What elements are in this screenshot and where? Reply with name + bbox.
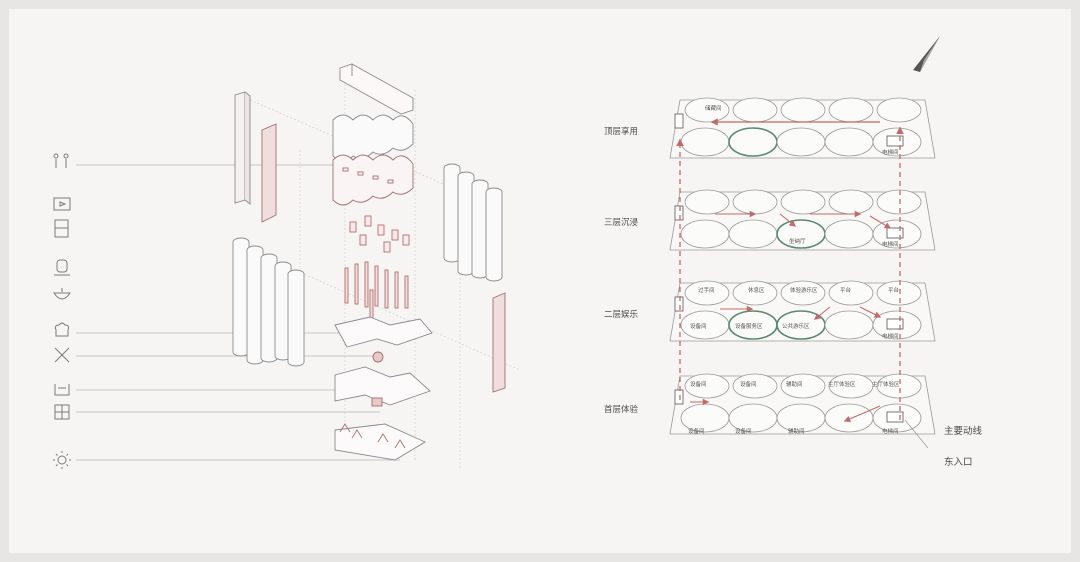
room-back-third-3 <box>828 189 874 215</box>
room-label: 辅助间 <box>786 382 803 388</box>
stair-third <box>674 205 684 221</box>
room-front-third-3 <box>824 219 874 249</box>
floor-label-first: 首层体验 <box>604 405 639 415</box>
panel-left-2 <box>261 123 277 223</box>
room-label: 平台 <box>888 288 900 294</box>
utensils-icon <box>54 347 70 363</box>
tv-icon <box>53 197 71 211</box>
route-third-d <box>779 213 797 227</box>
room-label: 公共游乐区 <box>782 324 810 330</box>
floor-label-third: 三层沉浸 <box>604 218 639 228</box>
room-back-first-4 <box>876 373 922 399</box>
room-label: 电梯间 <box>882 242 899 248</box>
floor-plate-2 <box>334 316 433 348</box>
room-back-top-4 <box>876 97 922 123</box>
floor-plan-stack <box>669 97 936 449</box>
room-back-third-1 <box>732 189 778 215</box>
legend-east-entrance: 东入口 <box>944 457 973 468</box>
room-front-third-0 <box>680 219 730 249</box>
cylinders-right <box>443 163 503 282</box>
room-label: 设备间 <box>735 429 752 435</box>
route-second-b <box>813 306 831 320</box>
room-front-third-1 <box>728 219 778 249</box>
floor-plate-1b <box>334 366 431 406</box>
room-label: 体验游乐区 <box>790 288 818 294</box>
room-back-third-4 <box>876 189 922 215</box>
elevator-first <box>886 411 904 423</box>
room-back-first-2 <box>780 373 826 399</box>
floor-plate-ground <box>334 423 426 461</box>
room-label: 平台 <box>840 288 852 294</box>
room-label: 设备间 <box>690 382 707 388</box>
room-front-second-3 <box>824 310 874 340</box>
route-first-b <box>843 405 881 422</box>
room-back-second-1 <box>732 280 778 306</box>
room-back-first-1 <box>732 373 778 399</box>
chef-hat-icon <box>54 322 70 337</box>
room-label: 设备间 <box>690 324 707 330</box>
panel-right <box>492 292 506 393</box>
route-second-c <box>859 306 882 318</box>
elevator-second <box>886 318 904 330</box>
bowl-icon <box>53 288 71 300</box>
room-front-top-3 <box>824 127 874 157</box>
slab-top <box>332 154 414 206</box>
cabinet-icon <box>54 404 70 420</box>
room-back-second-2 <box>780 280 826 306</box>
room-front-first-3 <box>824 403 874 433</box>
sun-icon <box>53 451 71 469</box>
stair-second <box>674 296 684 312</box>
room-label: 过手间 <box>698 288 715 294</box>
legend-main-route: 主要动线 <box>944 426 983 437</box>
exploded-axonometric <box>232 63 521 470</box>
sofa-icon <box>54 384 70 396</box>
room-label: 主厅体验区 <box>828 382 856 388</box>
north-arrow-icon <box>913 36 940 72</box>
room-back-third-2 <box>780 189 826 215</box>
room-label: 辅助间 <box>788 429 805 435</box>
room-label: 设备间 <box>740 382 757 388</box>
room-front-top-2 <box>776 127 826 157</box>
route-third-c <box>869 215 892 229</box>
panel-left-1 <box>234 91 246 204</box>
people-icon <box>53 153 69 168</box>
room-back-second-3 <box>828 280 874 306</box>
icon-column <box>53 153 71 469</box>
room-front-top-0 <box>680 127 730 157</box>
room-back-first-3 <box>828 373 874 399</box>
room-label: 电梯间 <box>882 150 899 156</box>
leader-main-route <box>904 419 929 449</box>
room-label: 休息区 <box>748 288 765 294</box>
room-back-top-2 <box>780 97 826 123</box>
fridge-icon <box>54 219 69 238</box>
room-label: 坐纳厅 <box>789 239 806 245</box>
room-label: 主厅体验区 <box>872 382 900 388</box>
room-front-top-1 <box>728 127 778 157</box>
floor-label-top: 顶层享用 <box>604 127 639 137</box>
stair-first <box>674 389 684 405</box>
elevator-third <box>886 227 904 239</box>
room-back-top-3 <box>828 97 874 123</box>
leader-lines <box>76 164 400 461</box>
room-back-top-1 <box>732 97 778 123</box>
room-label: 设备服务区 <box>735 324 763 330</box>
room-label: 电梯间 <box>882 429 899 435</box>
room-label: 设备间 <box>688 429 705 435</box>
room-back-first-0 <box>684 373 730 399</box>
floor-label-second: 二层娱乐 <box>604 310 639 320</box>
room-back-second-4 <box>876 280 922 306</box>
room-label: 储藏间 <box>705 106 722 112</box>
cylinders-left <box>232 237 305 367</box>
room-label: 电梯间 <box>882 334 899 340</box>
stair-top <box>674 113 684 129</box>
room-back-second-0 <box>684 280 730 306</box>
room-back-top-0 <box>684 97 730 123</box>
slab-roof-wavy <box>332 114 414 162</box>
seat-icon <box>54 259 70 276</box>
room-back-third-0 <box>684 189 730 215</box>
elevator-top <box>886 135 904 147</box>
